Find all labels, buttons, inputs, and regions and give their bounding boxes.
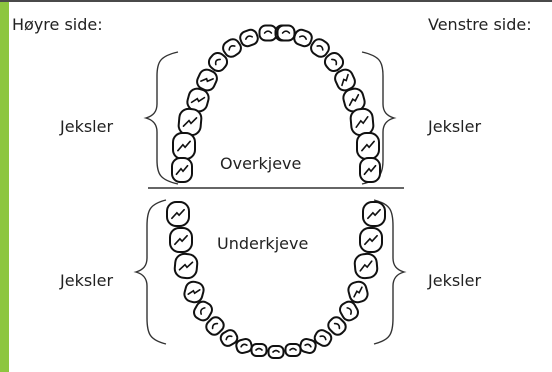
upper-central-tooth — [278, 26, 295, 41]
upper-right-tooth — [173, 133, 195, 159]
upper-left-tooth — [292, 28, 313, 48]
lower-left-tooth — [354, 253, 378, 279]
upper-right-tooth — [260, 26, 277, 41]
lower-right-brace — [136, 200, 166, 344]
upper-left-tooth — [357, 133, 379, 159]
upper-left-tooth — [350, 108, 374, 136]
lower-arch — [167, 202, 385, 358]
lower-right-tooth — [174, 253, 198, 279]
lower-central-tooth — [269, 346, 284, 358]
upper-right-tooth — [178, 108, 202, 136]
lower-jaw-label: Underkjeve — [217, 234, 308, 253]
upper-left-tooth — [360, 158, 380, 182]
lower-left-tooth — [347, 280, 370, 304]
lower-left-tooth — [360, 228, 382, 252]
upper-jaw-label: Overkjeve — [220, 154, 301, 173]
lower-right-tooth — [183, 280, 206, 304]
lower-left-tooth — [363, 202, 385, 226]
upper-right-tooth — [172, 158, 192, 182]
lower-right-tooth — [252, 344, 267, 356]
upper-right-tooth — [238, 28, 259, 48]
lower-right-tooth — [167, 202, 189, 226]
lower-right-tooth — [170, 228, 192, 252]
lower-left-tooth — [286, 344, 301, 356]
